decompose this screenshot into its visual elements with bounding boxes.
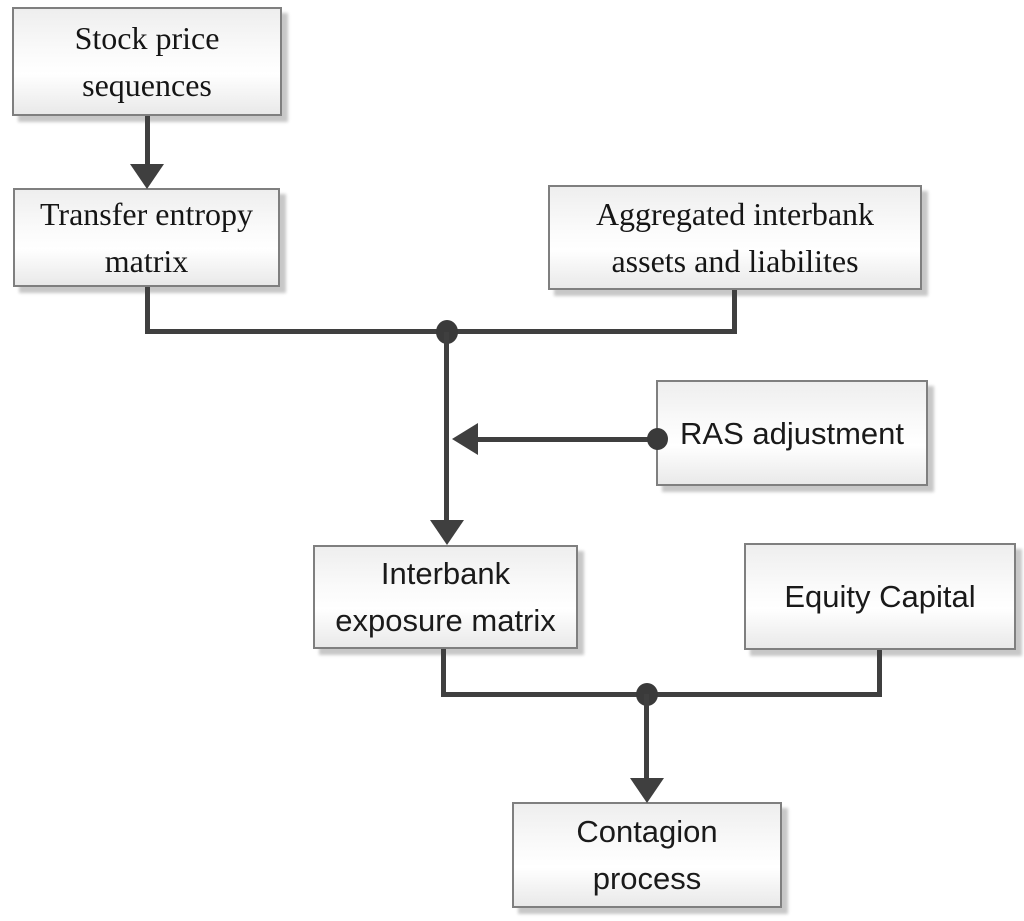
connector-merge-bottom <box>441 692 882 697</box>
arrowhead-down-icon <box>430 520 464 545</box>
node-label-line: Transfer entropy <box>40 195 253 232</box>
connector-stock-to-transfer <box>145 116 150 166</box>
node-contagion-process: Contagion process <box>512 802 782 908</box>
node-stock-price-sequences: Stock price sequences <box>12 7 282 116</box>
junction-dot <box>647 428 668 450</box>
arrowhead-down-icon <box>630 778 664 803</box>
node-label-line: assets and liabilites <box>611 242 859 279</box>
node-label-line: Contagion <box>576 814 718 849</box>
connector-transfer-down <box>145 287 150 334</box>
node-label-line: matrix <box>104 242 189 279</box>
arrowhead-down-icon <box>130 164 164 189</box>
node-label-line: sequences <box>82 66 212 103</box>
node-label-line: Stock price <box>74 19 220 56</box>
node-label-line: RAS adjustment <box>680 415 904 451</box>
connector-ras-left <box>474 437 658 442</box>
node-ras-adjustment: RAS adjustment <box>656 380 928 486</box>
node-equity-capital: Equity Capital <box>744 543 1016 650</box>
connector-equity-down <box>877 650 882 697</box>
arrowhead-left-icon <box>452 423 478 455</box>
node-label-line: Interbank <box>380 556 511 591</box>
connector-junction1-to-interbank <box>444 332 449 522</box>
node-transfer-entropy-matrix: Transfer entropy matrix <box>13 188 280 287</box>
node-label-line: process <box>592 861 702 896</box>
node-aggregated-interbank-assets-liabilites: Aggregated interbank assets and liabilit… <box>548 185 922 290</box>
node-label-line: Aggregated interbank <box>595 195 875 232</box>
connector-aggregated-down <box>732 290 737 334</box>
connector-junction2-to-contagion <box>644 694 649 780</box>
node-interbank-exposure-matrix: Interbank exposure matrix <box>313 545 578 649</box>
node-label-line: exposure matrix <box>335 603 556 638</box>
node-label-line: Equity Capital <box>784 579 976 614</box>
connector-interbank-down <box>441 649 446 697</box>
